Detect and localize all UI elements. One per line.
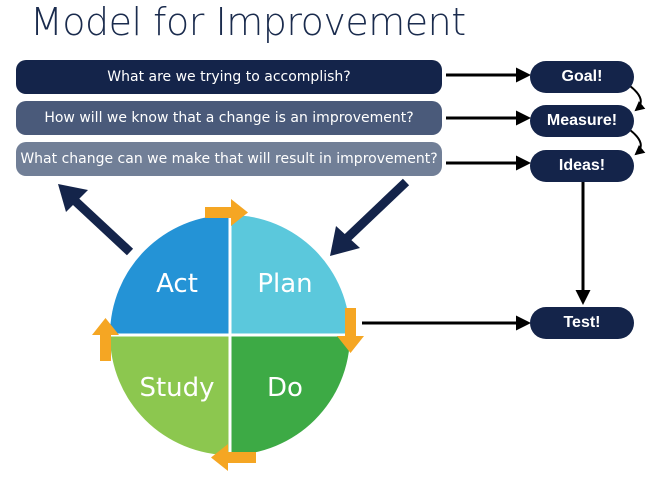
orange-arrow-study-to-act: [92, 318, 119, 361]
orange-arrow-do-to-study: [211, 444, 256, 471]
step-goal: Goal!: [530, 61, 634, 93]
arrow-goal-to-measure: [629, 85, 646, 112]
arrow-measure-to-ideas: [629, 129, 646, 156]
question-measure: How will we know that a change is an imp…: [16, 101, 442, 135]
quadrant-plan: [230, 215, 350, 335]
page-title: Model for Improvement: [30, 0, 466, 44]
question-ideas: What change can we make that will result…: [16, 142, 442, 176]
step-test: Test!: [530, 307, 634, 339]
step-measure: Measure!: [530, 105, 634, 137]
quadrant-do: [230, 335, 350, 455]
label-plan: Plan: [257, 269, 312, 299]
label-act: Act: [156, 269, 198, 299]
orange-arrow-act-to-plan: [205, 199, 248, 226]
question-goal: What are we trying to accomplish?: [16, 60, 442, 94]
quadrant-study: [110, 335, 230, 455]
step-ideas: Ideas!: [530, 150, 634, 182]
label-study: Study: [139, 373, 214, 403]
orange-arrow-plan-to-do: [337, 308, 364, 353]
navy-arrow-questions-to-plan: [330, 178, 410, 256]
navy-arrow-act-to-questions: [58, 184, 134, 256]
label-do: Do: [267, 373, 303, 403]
quadrant-act: [110, 215, 230, 335]
